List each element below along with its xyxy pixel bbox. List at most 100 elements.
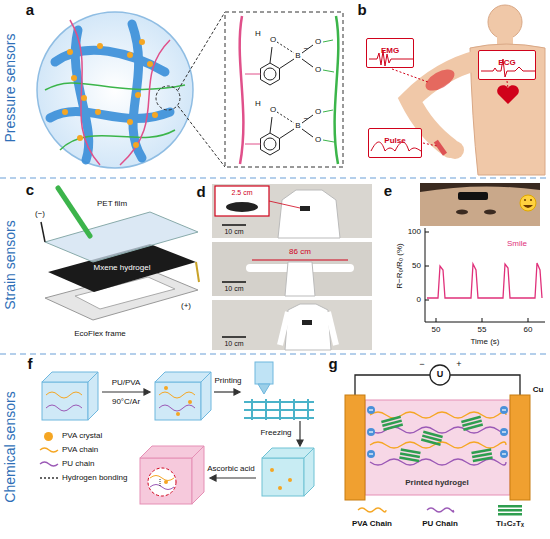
boronate-structure bbox=[302, 59, 313, 67]
face-photo bbox=[458, 192, 488, 200]
printing-process bbox=[278, 486, 282, 490]
printed-sensor-circuit bbox=[365, 400, 510, 495]
figure-label: Printing bbox=[214, 377, 241, 386]
boronate-structure bbox=[280, 129, 295, 139]
printing-process bbox=[155, 382, 201, 420]
human-figure bbox=[446, 141, 464, 159]
legend-text: Hydrogen bonding bbox=[62, 474, 127, 483]
printing-process bbox=[42, 382, 88, 420]
strain-chart bbox=[482, 318, 483, 322]
layered-sensor bbox=[58, 188, 90, 236]
printing-process bbox=[148, 468, 176, 496]
printed-sensor-circuit bbox=[430, 365, 450, 385]
figure-label: 10 cm bbox=[224, 228, 243, 236]
figure-label: 50 bbox=[412, 262, 421, 271]
wearable-photos bbox=[280, 312, 288, 345]
printing-process bbox=[297, 440, 303, 446]
hydrogel-network bbox=[127, 119, 133, 125]
boronate-structure bbox=[323, 140, 334, 142]
printed-sensor-circuit bbox=[381, 416, 493, 463]
boronate-structure bbox=[280, 59, 295, 69]
hydrogel-network bbox=[62, 39, 158, 148]
hydrogel-network bbox=[37, 12, 193, 168]
figure-label: 90°C/Ar bbox=[112, 398, 140, 407]
hydrogel-network bbox=[70, 20, 100, 165]
zoom-callout bbox=[178, 106, 225, 167]
wearable-photos bbox=[212, 300, 372, 350]
figure-label: Time (s) bbox=[470, 338, 499, 347]
printing-process bbox=[88, 372, 98, 420]
printing-process bbox=[46, 392, 195, 411]
signal-name: Pulse bbox=[384, 137, 405, 146]
human-figure bbox=[470, 44, 545, 175]
hydrogel-network bbox=[67, 49, 73, 55]
row-separator bbox=[0, 178, 550, 354]
printing-process bbox=[46, 405, 82, 411]
legend-text: PVA crystal bbox=[62, 432, 102, 441]
printed-sensor-circuit bbox=[500, 406, 508, 414]
panel-letter: f bbox=[28, 356, 33, 373]
figure-label: 100 bbox=[408, 228, 421, 237]
printing-process bbox=[293, 399, 295, 420]
hydrogel-network bbox=[81, 95, 87, 101]
boronate-structure bbox=[245, 144, 261, 145]
figure-label: 55 bbox=[478, 326, 487, 335]
printing-process bbox=[176, 412, 180, 416]
printing-process bbox=[288, 478, 292, 482]
signal-box: Pulse bbox=[368, 128, 422, 158]
printed-sensor-circuit bbox=[367, 450, 375, 458]
figure-label: 10 cm bbox=[224, 285, 243, 293]
figure-label: O bbox=[315, 38, 321, 47]
printed-sensor-circuit bbox=[367, 406, 508, 458]
hydrogel-network bbox=[97, 43, 103, 49]
hydrogel-network bbox=[135, 92, 141, 98]
legend-sample bbox=[498, 513, 522, 516]
figure-label: O bbox=[315, 66, 321, 75]
printed-sensor-circuit bbox=[473, 456, 493, 462]
printing-process bbox=[210, 475, 216, 481]
printed-sensor-circuit bbox=[367, 428, 375, 436]
printed-sensor-circuit bbox=[399, 456, 419, 462]
printing-process bbox=[258, 384, 270, 394]
figure-label: (+) bbox=[181, 302, 191, 311]
hydrogel-network bbox=[75, 30, 88, 160]
hydrogel-network bbox=[95, 109, 101, 115]
hydrogel-network bbox=[152, 112, 158, 118]
zoom-callout bbox=[225, 12, 343, 167]
zoom-callout bbox=[156, 86, 180, 110]
figure-label: Cu bbox=[533, 386, 544, 395]
boronate-structure bbox=[264, 138, 276, 150]
printing-process bbox=[251, 399, 253, 420]
printed-sensor-circuit bbox=[367, 406, 375, 414]
strain-chart bbox=[425, 228, 545, 322]
printing-process bbox=[150, 485, 174, 490]
printing-process bbox=[279, 399, 281, 420]
printed-sensor-circuit bbox=[369, 409, 373, 410]
printed-sensor-circuit bbox=[502, 431, 506, 432]
printing-process bbox=[164, 386, 192, 416]
boronate-structure bbox=[261, 133, 280, 155]
boronate-structure bbox=[270, 47, 272, 63]
section-title: Chemical sensors bbox=[3, 391, 18, 502]
legend-sample bbox=[498, 505, 522, 508]
hydrogel-network bbox=[127, 52, 133, 58]
printed-sensor-circuit bbox=[421, 438, 441, 446]
printed-sensor-circuit bbox=[370, 412, 506, 465]
hydrogel-network bbox=[37, 12, 193, 168]
legend-sample bbox=[40, 462, 58, 466]
signal-box: EMG bbox=[366, 38, 414, 68]
figure-label: − bbox=[304, 45, 309, 54]
printing-process bbox=[192, 446, 204, 504]
figure-label: O bbox=[315, 108, 321, 117]
wearable-photos bbox=[300, 206, 310, 211]
printing-process bbox=[270, 468, 274, 472]
printed-sensor-circuit bbox=[502, 409, 506, 410]
wearable-photos bbox=[212, 184, 372, 350]
wearable-photos bbox=[328, 312, 336, 345]
legend-sample bbox=[498, 509, 522, 512]
printing-process bbox=[234, 389, 240, 395]
printing-process bbox=[270, 468, 292, 490]
face-photo bbox=[420, 183, 540, 226]
wearable-photos bbox=[222, 336, 246, 338]
